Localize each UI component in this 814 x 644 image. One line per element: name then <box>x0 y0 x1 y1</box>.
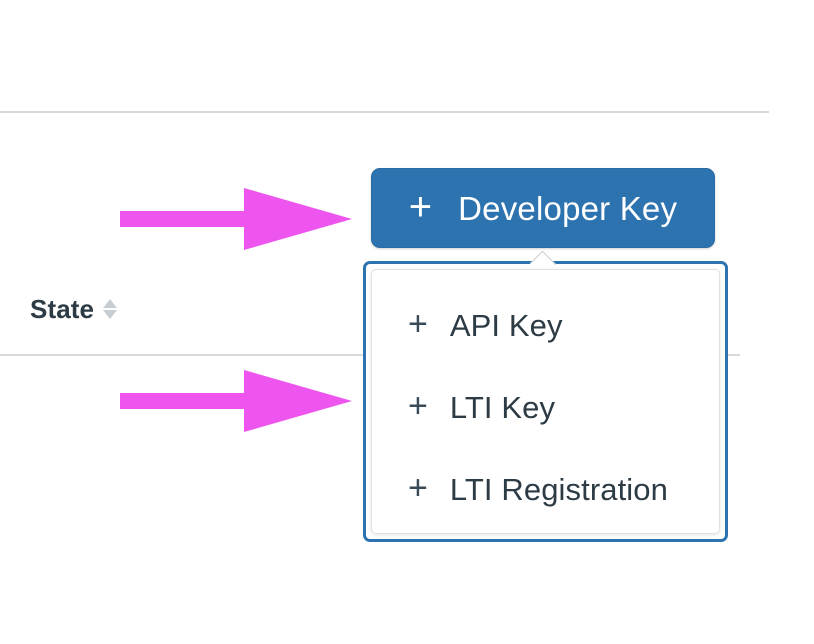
popover-caret-icon <box>530 251 556 265</box>
menu-item-lti-key[interactable]: + LTI Key <box>372 366 719 448</box>
menu-item-label: LTI Registration <box>449 471 668 507</box>
menu-item-label: LTI Key <box>449 389 556 425</box>
table-top-divider <box>0 111 769 113</box>
annotation-arrow-to-developer-key-button <box>120 188 352 250</box>
plus-icon: + <box>408 386 428 425</box>
menu-item-label: API Key <box>449 307 563 343</box>
plus-icon: + <box>408 468 428 507</box>
annotation-arrow-to-lti-key-item <box>120 370 352 432</box>
table-column-header-state[interactable]: State <box>30 294 118 324</box>
add-developer-key-button[interactable]: + Developer Key <box>371 168 715 248</box>
developer-key-menu-popover: + API Key + LTI Key + LTI Registration <box>363 261 728 542</box>
sort-updown-icon[interactable] <box>103 296 118 322</box>
plus-icon: + <box>408 304 428 343</box>
plus-icon: + <box>408 184 433 229</box>
developer-key-menu-list: + API Key + LTI Key + LTI Registration <box>372 284 719 530</box>
menu-item-lti-registration[interactable]: + LTI Registration <box>372 448 719 530</box>
add-developer-key-button-label: Developer Key <box>458 189 678 227</box>
popover-surface: + API Key + LTI Key + LTI Registration <box>371 269 720 534</box>
table-column-header-label: State <box>30 294 95 324</box>
menu-item-api-key[interactable]: + API Key <box>372 284 719 366</box>
